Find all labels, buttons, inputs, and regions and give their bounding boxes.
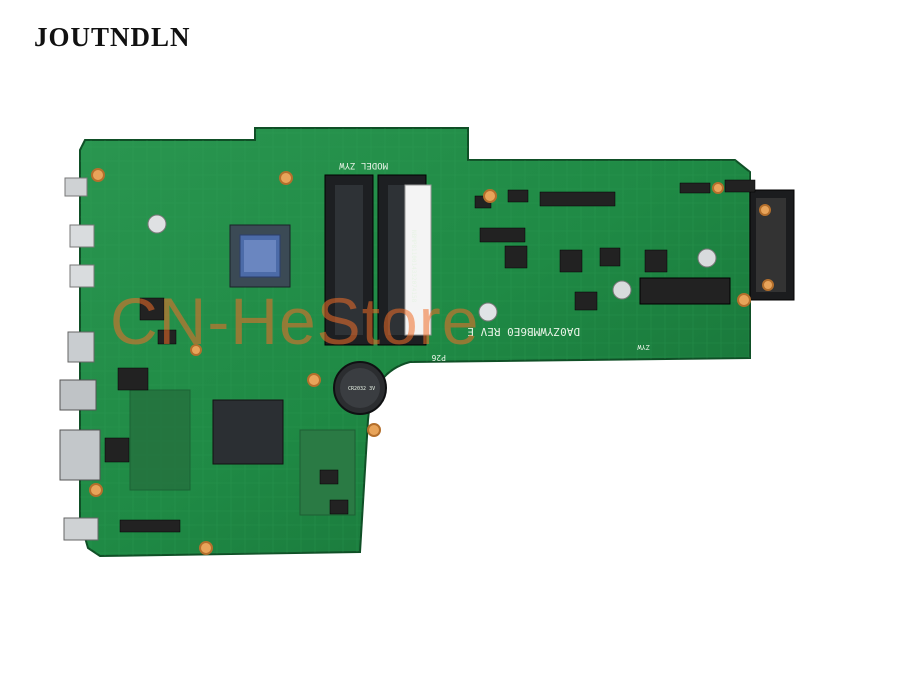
cpu-chip [229, 224, 291, 288]
brand-logo: JOUTNDLN [34, 22, 191, 52]
ram-slots [324, 174, 432, 346]
watermark-text: CN-HeStore [110, 284, 480, 358]
m2-slot [639, 277, 731, 305]
cmos-battery [333, 361, 387, 415]
silk-marking-2: ZYW [637, 343, 650, 351]
silk-marking-1: P26 [431, 353, 446, 362]
chipset [212, 399, 284, 465]
silk-battery: CR2032 3V [348, 386, 375, 392]
silk-model: MODEL ZYW [339, 160, 388, 170]
silk-revision: DA0ZYWMB6E0 REV E [467, 325, 580, 338]
left-ports [59, 177, 101, 541]
silk-serial: NBMP8110014332074158 [410, 230, 417, 303]
